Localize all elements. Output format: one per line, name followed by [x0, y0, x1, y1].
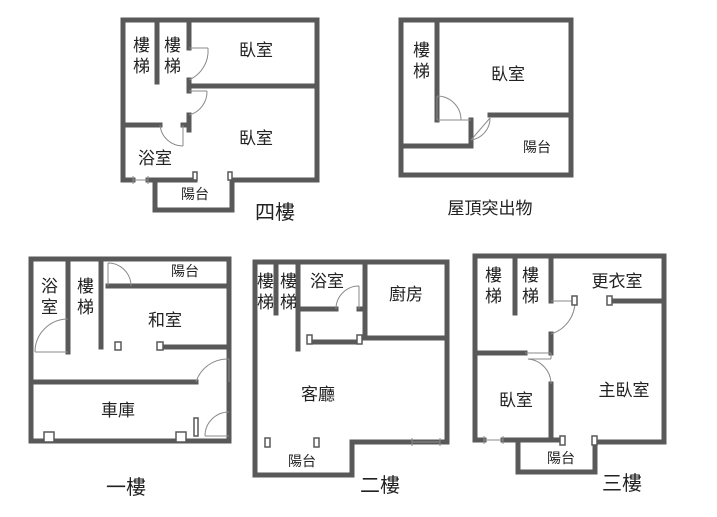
floor-label-3f: 三樓	[602, 471, 642, 495]
stair-1f-label: 樓梯	[77, 277, 94, 318]
walls-2f	[252, 259, 450, 478]
room-bath-2f: 浴室	[310, 272, 344, 292]
stair-3f-a-label: 樓梯	[485, 266, 502, 307]
floor-label-roof: 屋頂突出物	[448, 199, 533, 219]
posts-1f	[43, 341, 199, 443]
floor-plan-3f: 樓梯 樓梯 更衣室 主臥室 臥室 陽台 三樓	[472, 253, 667, 495]
bath-1f-label: 浴室	[41, 277, 58, 318]
floor-plan-4f: 樓梯 樓梯 臥室 臥室 浴室 陽台 四樓	[120, 17, 320, 224]
posts-3f	[559, 295, 613, 446]
room-balcony-4f: 陽台	[181, 187, 209, 203]
room-bedroom-4f-mid: 臥室	[239, 129, 273, 149]
room-balcony-2f: 陽台	[288, 454, 316, 470]
room-bedroom-4f-top: 臥室	[239, 41, 273, 61]
floor-label-2f: 二樓	[360, 473, 400, 497]
doors-roof	[436, 95, 491, 141]
stair-4f-a-label: 樓梯	[133, 36, 150, 77]
room-balcony-roof: 陽台	[523, 140, 551, 156]
stair-4f-b-label: 樓梯	[164, 36, 181, 77]
room-closet-3f: 更衣室	[592, 272, 643, 292]
walls-3f	[472, 253, 667, 475]
doors-2f	[335, 285, 441, 446]
stair-2f-b-label: 樓梯	[280, 272, 297, 313]
room-living-2f: 客廳	[301, 385, 335, 405]
doors-3f	[483, 300, 576, 444]
doors-4f	[132, 47, 209, 184]
floor-label-1f: 一樓	[106, 475, 146, 499]
floor-label-4f: 四樓	[255, 200, 295, 224]
walls-4f	[120, 17, 320, 213]
stair-3f-b-label: 樓梯	[522, 266, 539, 307]
room-washitsu-1f: 和室	[148, 311, 182, 331]
floor-plan-1f: 浴室 樓梯 陽台 和室 車庫 一樓	[28, 256, 232, 499]
room-bath-4f: 浴室	[138, 149, 172, 169]
floor-plan-roof: 樓梯 臥室 陽台 屋頂突出物	[398, 17, 574, 219]
walls-1f	[28, 256, 232, 444]
posts-2f	[264, 334, 363, 448]
room-bedroom-3f: 臥室	[499, 391, 533, 411]
posts-4f	[192, 171, 233, 181]
floor-plan-2f: 樓梯 樓梯 浴室 廚房 客廳 陽台 二樓	[252, 259, 450, 497]
room-garage-1f: 車庫	[101, 401, 135, 421]
room-bedroom-roof: 臥室	[491, 65, 525, 85]
room-balcony-3f: 陽台	[547, 451, 575, 467]
stair-2f-a-label: 樓梯	[257, 272, 274, 313]
room-kitchen-2f: 廚房	[389, 284, 423, 305]
room-master-3f: 主臥室	[599, 381, 650, 401]
doors-1f	[34, 262, 230, 437]
room-balcony-1f: 陽台	[171, 264, 199, 280]
stair-roof-label: 樓梯	[413, 41, 430, 82]
